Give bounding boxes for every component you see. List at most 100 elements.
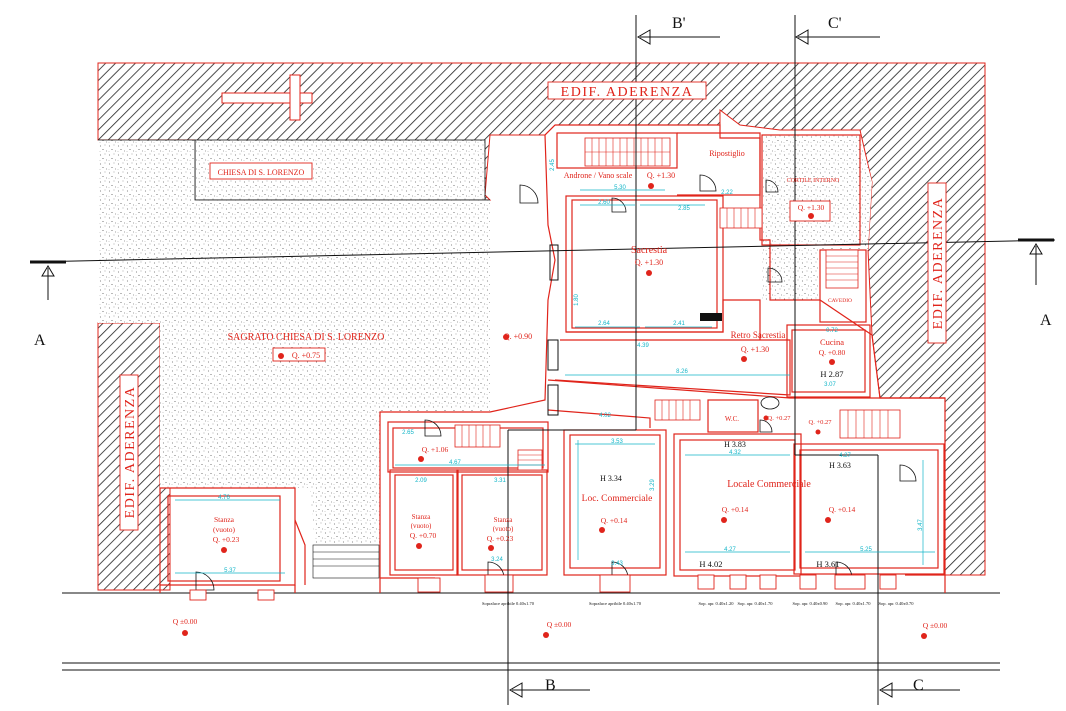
room-loc-commerciale: H 3.34 Loc. Commerciale Q. +0.14 — [582, 474, 653, 533]
dim-stanza-m-w: 2.09 — [415, 478, 427, 484]
room-locale-right: H 3.63 Q. +0.14 H 3.61 — [816, 461, 855, 569]
sacrestia-level: Q. +1.30 — [635, 258, 663, 267]
dim-androne-h: 2.45 — [550, 159, 556, 171]
cavedio-name: CAVEDIO — [828, 298, 852, 304]
room-stanza-right: Stanza (vuoto) Q. +0.23 — [487, 516, 514, 551]
locale-commerciale-name: Locale Commerciale — [727, 479, 811, 490]
section-c-bottom: C — [913, 677, 924, 694]
stanza-left-name: Stanza — [214, 515, 235, 524]
opening-note-4: Sop. apr. 0.40x1.70 — [737, 601, 773, 606]
wc-level: Q. +0.27 — [768, 415, 792, 422]
room-cucina: Cucina Q. +0.80 H 2.87 — [819, 337, 846, 379]
wc-name: W.C. — [725, 415, 739, 423]
locale-commerciale-height-bottom: H 4.02 — [699, 559, 722, 569]
stairs-lower-left — [454, 424, 543, 471]
street-level-left: Q ±0.00 — [173, 617, 198, 626]
opening-note-2: Sopraluce apribile 0.40x1.70 — [589, 601, 642, 606]
room-corridor: Q. +0.90 — [503, 332, 532, 341]
facade-and-street — [62, 574, 1000, 671]
section-b-top: B' — [672, 15, 686, 32]
church-name: CHIESA DI S. LORENZO — [218, 168, 305, 177]
room-wc: W.C. Q. +0.27 — [725, 396, 792, 423]
locale-right-level: Q. +0.14 — [829, 505, 856, 514]
adjacent-label-left: EDIF. ADERENZA — [123, 386, 138, 519]
dim-right-h: 3.47 — [918, 519, 924, 531]
cucina-name: Cucina — [820, 337, 844, 347]
doors — [195, 174, 917, 591]
stanza-left-level: Q. +0.23 — [213, 535, 240, 544]
cortile-name: CORTILE INTERNO — [787, 178, 840, 184]
dim-sac-top-b: 2.85 — [678, 206, 690, 212]
dim-ripostiglio-w: 2.22 — [721, 190, 733, 196]
stanza-left-sub: (vuoto) — [213, 525, 236, 534]
opening-note-5: Sop. apr. 0.40x0.90 — [792, 601, 828, 606]
street-level-right: Q ±0.00 — [923, 621, 948, 630]
churchyard-level: Q. +0.75 — [292, 351, 320, 360]
dim-sac-bot-b: 2.41 — [673, 321, 685, 327]
dim-corr-w: 8.26 — [676, 369, 688, 375]
dim-sac-top-a: 2.60 — [598, 200, 610, 206]
locale-commerciale-level: Q. +0.14 — [722, 505, 749, 514]
dim-stanza-l-b: 5.37 — [224, 568, 236, 574]
stanza-mid-name: Stanza — [412, 513, 432, 521]
sacrestia-name: Sacrestia — [631, 245, 668, 256]
section-a-right: A — [1040, 312, 1052, 329]
dim-stanza-r-b: 3.24 — [491, 557, 503, 563]
dim-stair-a: 2.65 — [402, 430, 414, 436]
opening-note-6: Sop. apr. 0.40x1.70 — [835, 601, 871, 606]
retro-sacrestia-name: Retro Sacrestia — [731, 330, 786, 340]
opening-notes: Sopraluce apribile 0.40x1.70 Sopraluce a… — [482, 601, 914, 606]
dim-loc-h: 3.29 — [650, 479, 656, 491]
loc-commerciale-height: H 3.34 — [600, 474, 622, 483]
room-stanza-left: Stanza (vuoto) Q. +0.23 — [213, 515, 240, 553]
stair-landing-level: Q. +1.06 — [422, 445, 449, 454]
room-stanza-mid: Stanza (vuoto) Q. +0.70 — [410, 513, 437, 549]
dimension-values: 5.30 2.45 2.22 2.60 2.85 2.64 2.41 1.80 … — [218, 159, 924, 574]
dim-stair-w: 4.67 — [449, 460, 461, 466]
opening-note-1: Sopraluce apribile 0.40x1.70 — [482, 601, 535, 606]
loc-commerciale-name: Loc. Commerciale — [582, 494, 653, 504]
landing-level: Q. +0.27 — [809, 419, 833, 426]
cucina-level: Q. +0.80 — [819, 348, 846, 357]
locale-right-height-bottom: H 3.61 — [816, 559, 839, 569]
adjacent-label-top: EDIF. ADERENZA — [561, 85, 694, 100]
dim-sac-side: 1.80 — [574, 294, 580, 306]
dim-cav-w: 0.72 — [826, 328, 838, 334]
room-cortile: CORTILE INTERNO Q. +1.30 — [787, 178, 840, 222]
street-levels: Q ±0.00 Q ±0.00 Q ±0.00 — [173, 617, 948, 639]
dim-right-w: 4.27 — [839, 453, 851, 459]
corridor-level: Q. +0.90 — [504, 332, 532, 341]
churchyard-name: SAGRATO CHIESA DI S. LORENZO — [228, 332, 385, 343]
dim-cucina-w: 3.07 — [824, 382, 836, 388]
stairs-androne — [584, 137, 671, 167]
cucina-height: H 2.87 — [820, 369, 843, 379]
churchyard-steps — [312, 544, 380, 579]
locale-commerciale-height-top: H 3.83 — [724, 440, 746, 449]
section-a-left: A — [34, 332, 46, 349]
stanza-right-level: Q. +0.23 — [487, 534, 514, 543]
opening-note-7: Sop. apr. 0.40x0.70 — [878, 601, 914, 606]
dimension-lines — [175, 189, 935, 574]
stanza-right-name: Stanza — [494, 516, 514, 524]
landing-label: Q. +0.27 — [809, 419, 833, 435]
loc-commerciale-level: Q. +0.14 — [601, 516, 628, 525]
dim-sac-bot-a: 2.64 — [598, 321, 610, 327]
adjacent-label-right: EDIF. ADERENZA — [931, 197, 946, 330]
churchyard — [98, 139, 490, 545]
ripostiglio-name: Ripostiglio — [709, 149, 745, 158]
locale-right-height-top: H 3.63 — [829, 461, 851, 470]
section-markers: A A B' C' B C — [34, 15, 1052, 694]
dim-stanza-l-w: 4.76 — [218, 495, 230, 501]
dim-locale-w: 4.32 — [729, 450, 741, 456]
street-level-center: Q ±0.00 — [547, 620, 572, 629]
dim-androne-w: 5.30 — [614, 185, 626, 191]
stairs-upper-right — [719, 207, 763, 229]
section-b-bottom: B — [545, 677, 556, 694]
church-labels: CHIESA DI S. LORENZO SAGRATO CHIESA DI S… — [209, 162, 385, 362]
dim-stanza-r-w: 3.31 — [494, 478, 506, 484]
dim-loc-b: 3.43 — [611, 561, 623, 567]
opening-note-3: Sop. apr. 0.40x1.20 — [698, 601, 734, 606]
androne-name: Androne / Vano scale — [564, 171, 633, 180]
stair-landing-label: Q. +1.06 — [418, 445, 449, 462]
